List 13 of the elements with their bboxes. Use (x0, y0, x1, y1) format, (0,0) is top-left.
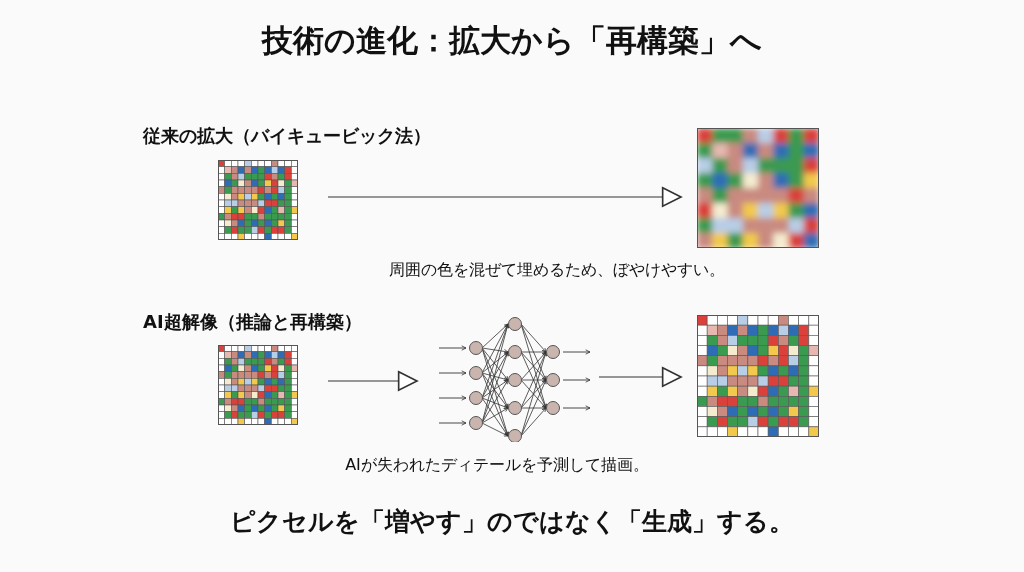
arrow (598, 367, 682, 387)
section-heading: 従来の拡大（バイキュービック法） (143, 124, 431, 148)
pixel-grid-drawing (218, 345, 298, 425)
summary-text: ピクセルを「増やす」のではなく「生成」する。 (229, 506, 795, 538)
pixel-grid-drawing (697, 315, 819, 437)
arrow (327, 371, 418, 391)
blurred-pixel-grid-drawing (697, 128, 819, 248)
arrow (327, 187, 682, 207)
description-text: 周囲の色を混ぜて埋めるため、ぼやけやすい。 (388, 260, 726, 281)
section-heading: AI超解像（推論と再構築） (143, 310, 362, 334)
pixel-grid-drawing (218, 160, 298, 240)
description-text: AIが失われたディテールを予測して描画。 (344, 455, 650, 476)
title: 技術の進化：拡大から「再構築」へ (260, 21, 763, 60)
